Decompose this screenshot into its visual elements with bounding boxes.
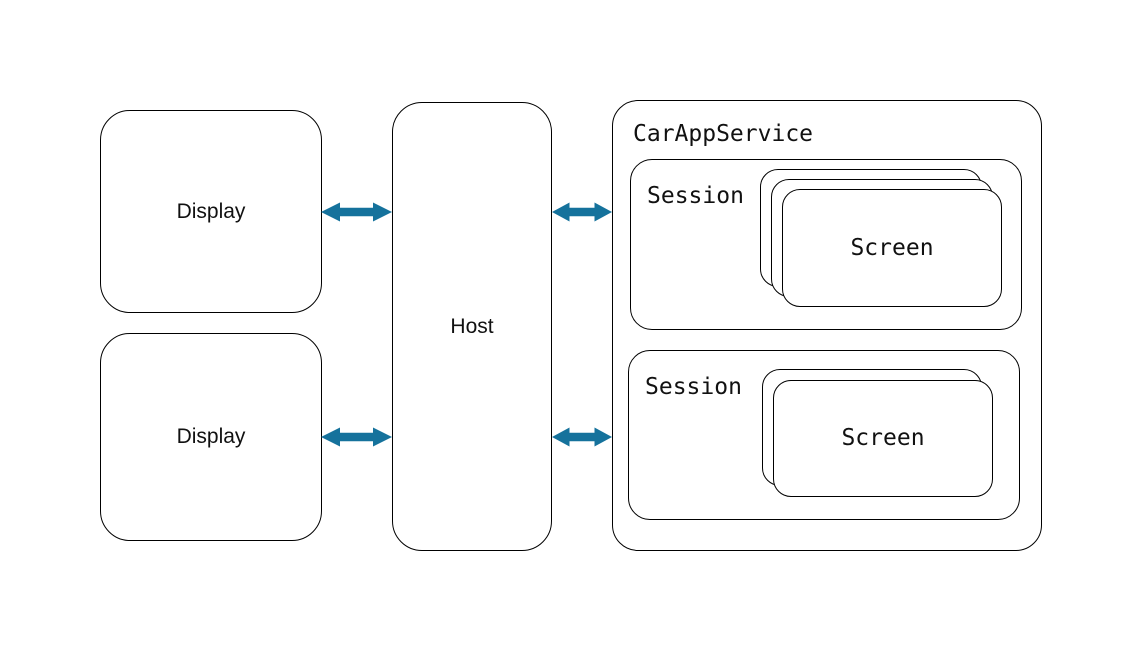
arrow-display1-host (321, 202, 392, 222)
host-box: Host (392, 102, 552, 551)
session-1-label: Session (647, 183, 744, 209)
display-2-label: Display (176, 425, 246, 448)
session-1-box: Session Screen (630, 159, 1022, 330)
car-app-service-box: CarAppService Session Screen Session Scr… (612, 100, 1042, 551)
double-arrow-icon (552, 427, 612, 447)
arrow-display2-host (321, 427, 392, 447)
screen-2-label: Screen (841, 425, 925, 451)
arrow-host-carappservice-top (552, 202, 612, 222)
double-arrow-icon (321, 202, 392, 222)
screen-2-card-front: Screen (773, 380, 993, 497)
car-app-service-label: CarAppService (633, 121, 814, 147)
display-2-box: Display (100, 333, 322, 541)
double-arrow-icon (552, 202, 612, 222)
display-1-box: Display (100, 110, 322, 313)
session-2-box: Session Screen (628, 350, 1020, 520)
screen-1-label: Screen (850, 234, 934, 261)
double-arrow-icon (321, 427, 392, 447)
display-1-label: Display (176, 199, 246, 223)
arrow-host-carappservice-bottom (552, 427, 612, 447)
session-2-label: Session (645, 374, 742, 400)
screen-1-card-front: Screen (782, 189, 1002, 307)
host-label: Host (450, 314, 494, 338)
